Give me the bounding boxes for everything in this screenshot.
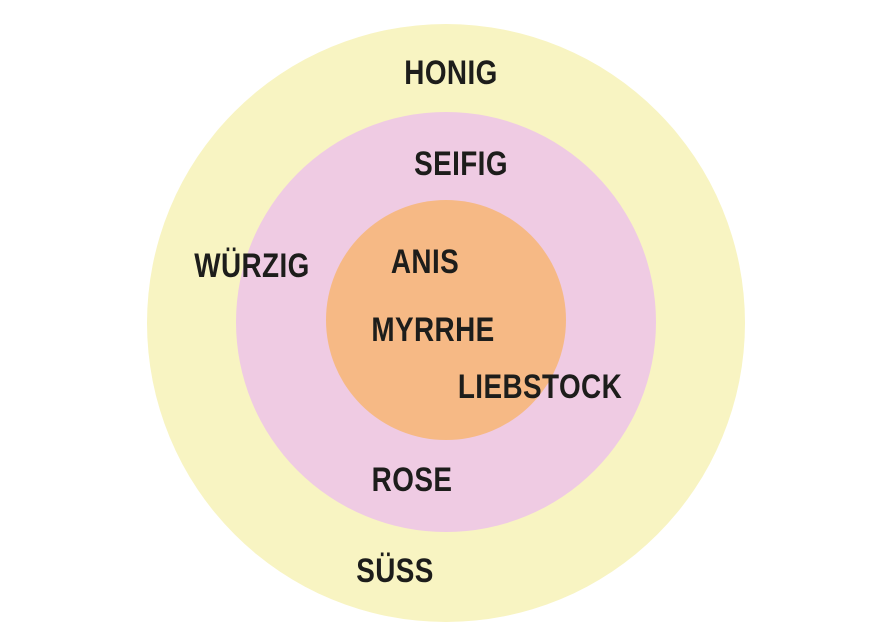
label-seifig: SEIFIG [414,145,508,183]
label-anis: ANIS [390,243,460,281]
label-suess: SÜSS [356,552,434,590]
label-myrrhe: MYRRHE [371,311,495,349]
label-wuerzig: WÜRZIG [194,247,310,285]
inner-ring [326,200,566,440]
label-liebstock: LIEBSTOCK [457,368,623,406]
label-honig: HONIG [404,54,498,92]
label-rose: ROSE [371,461,453,499]
